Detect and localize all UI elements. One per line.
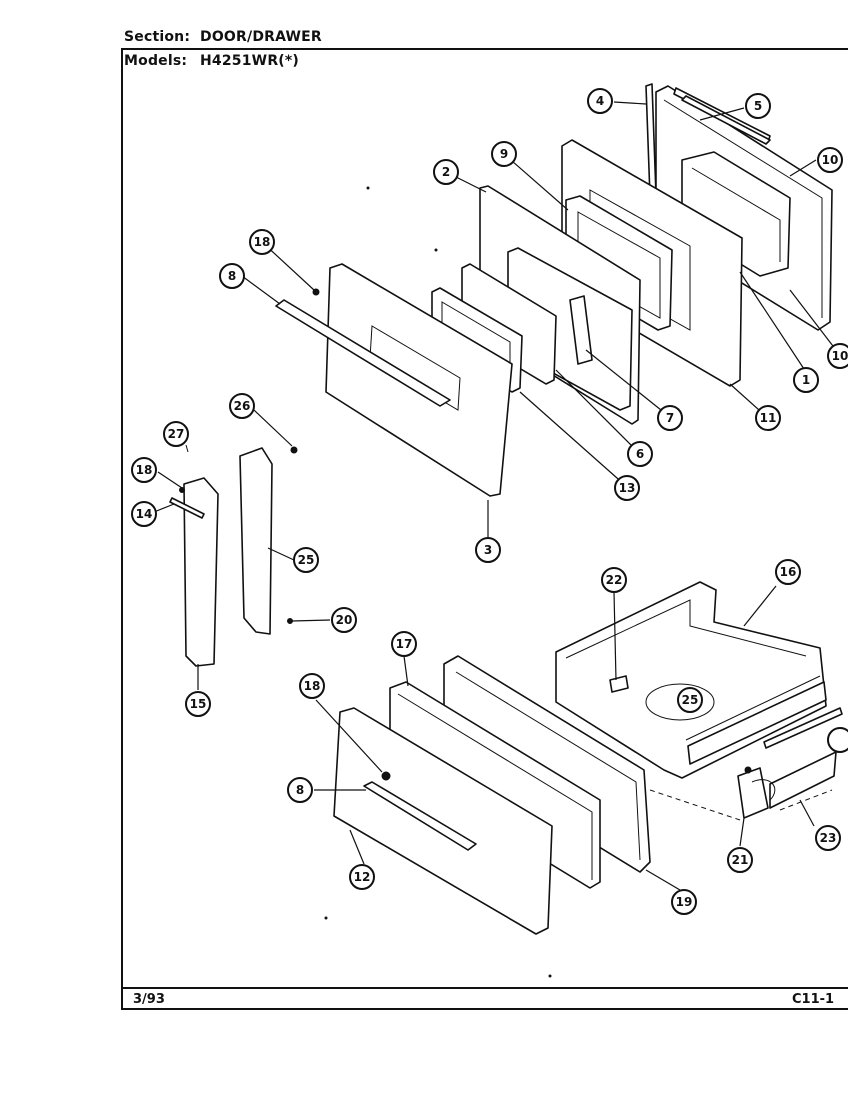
footer-rule	[121, 987, 848, 989]
part-top-trim	[681, 95, 771, 145]
svg-text:22: 22	[606, 573, 623, 587]
callout-edge-right	[827, 727, 848, 753]
drawer-alignment-lines	[649, 789, 833, 821]
models-line: Models: H4251WR(*)	[124, 53, 299, 69]
svg-text:8: 8	[296, 783, 304, 797]
svg-text:18: 18	[254, 235, 271, 249]
part-outer-door-panel	[325, 263, 513, 497]
svg-text:21: 21	[732, 853, 749, 867]
callout-16: 16	[775, 559, 801, 585]
callout-25-trim: 25	[293, 547, 319, 573]
callout-8-drawer: 8	[287, 777, 313, 803]
part-drawer-bracket	[609, 675, 629, 693]
footer-date: 3/93	[133, 992, 165, 1007]
print-specks	[324, 186, 552, 978]
svg-text:14: 14	[136, 507, 153, 521]
svg-text:25: 25	[682, 693, 699, 707]
callout-8-door: 8	[219, 263, 245, 289]
callout-3: 3	[475, 537, 501, 563]
svg-text:11: 11	[760, 411, 777, 425]
callout-6: 6	[627, 441, 653, 467]
part-fasteners	[179, 444, 298, 624]
callout-18-trim: 18	[131, 457, 157, 483]
callout-20: 20	[331, 607, 357, 633]
footer-page-code: C11-1	[792, 992, 835, 1007]
svg-text:15: 15	[190, 697, 207, 711]
svg-text:8: 8	[228, 269, 236, 283]
svg-text:26: 26	[234, 399, 251, 413]
callout-21: 21	[727, 847, 753, 873]
callout-25-drawer: 25	[677, 687, 703, 713]
svg-text:27: 27	[168, 427, 185, 441]
callout-27: 27	[163, 421, 189, 447]
callout-18-drawer: 18	[299, 673, 325, 699]
models-value: H4251WR(*)	[200, 53, 300, 69]
svg-text:18: 18	[304, 679, 321, 693]
callout-10-top: 10	[817, 147, 843, 173]
svg-text:20: 20	[336, 613, 353, 627]
svg-text:7: 7	[666, 411, 674, 425]
svg-text:10: 10	[832, 349, 848, 363]
callout-17: 17	[391, 631, 417, 657]
callout-9: 9	[491, 141, 517, 167]
svg-text:9: 9	[500, 147, 508, 161]
svg-text:12: 12	[354, 870, 371, 884]
svg-text:19: 19	[676, 895, 693, 909]
part-roller-bracket	[737, 766, 776, 819]
svg-text:16: 16	[780, 565, 797, 579]
part-drawer-handle	[363, 781, 477, 851]
svg-text:13: 13	[619, 481, 636, 495]
part-drawer-body	[555, 581, 827, 779]
callout-12: 12	[349, 864, 375, 890]
part-drawer-rail	[763, 707, 843, 809]
callout-15: 15	[185, 691, 211, 717]
callout-18-door: 18	[249, 229, 275, 255]
callout-14: 14	[131, 501, 157, 527]
svg-text:6: 6	[636, 447, 644, 461]
part-door-rod	[645, 83, 657, 198]
section-line: Section: DOOR/DRAWER	[124, 29, 322, 45]
svg-text:10: 10	[822, 153, 839, 167]
svg-text:18: 18	[136, 463, 153, 477]
callout-10-edge: 10	[827, 343, 848, 369]
callout-13: 13	[614, 475, 640, 501]
svg-text:17: 17	[396, 637, 413, 651]
section-label: Section:	[124, 29, 191, 45]
svg-text:3: 3	[484, 543, 492, 557]
callout-19: 19	[671, 889, 697, 915]
callout-4: 4	[587, 88, 613, 114]
part-left-side-trim	[183, 477, 219, 667]
callout-23: 23	[815, 825, 841, 851]
svg-text:2: 2	[442, 165, 450, 179]
svg-text:23: 23	[820, 831, 837, 845]
part-drawer-screw	[381, 771, 391, 781]
part-door-screw	[312, 288, 320, 296]
part-drawer-front-panel	[333, 707, 553, 935]
callout-22: 22	[601, 567, 627, 593]
section-value: DOOR/DRAWER	[200, 29, 322, 45]
callout-26: 26	[229, 393, 255, 419]
callout-7: 7	[657, 405, 683, 431]
models-label: Models:	[124, 53, 188, 69]
svg-text:25: 25	[298, 553, 315, 567]
part-bracket	[169, 497, 205, 519]
part-door-handle	[275, 299, 451, 407]
callout-1: 1	[793, 367, 819, 393]
callout-2: 2	[433, 159, 459, 185]
svg-text:1: 1	[802, 373, 810, 387]
svg-text:5: 5	[754, 99, 762, 113]
svg-text:4: 4	[596, 94, 604, 108]
callout-5: 5	[745, 93, 771, 119]
diagram-frame	[121, 48, 848, 1010]
part-right-side-trim	[239, 447, 273, 635]
callout-11: 11	[755, 405, 781, 431]
